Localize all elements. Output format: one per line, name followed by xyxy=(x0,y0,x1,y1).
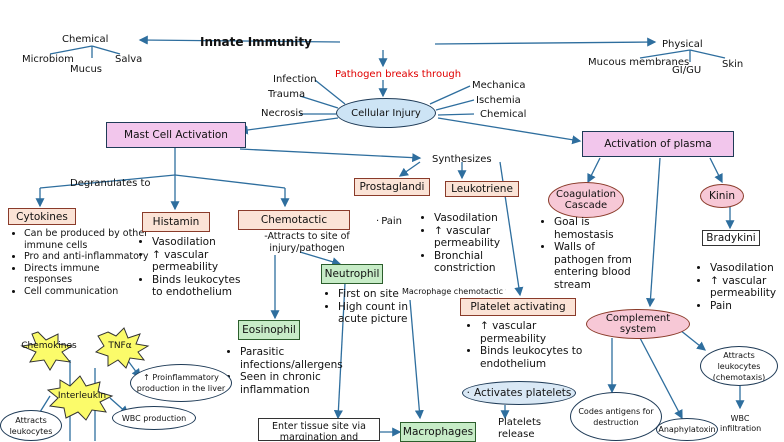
coagulation-item: Goal is hemostasis xyxy=(554,216,648,241)
injury-cause-chemical: Chemical xyxy=(480,109,527,120)
neutrophil-item: First on site xyxy=(338,288,414,301)
tnf-star xyxy=(94,327,150,369)
kinin-node: Kinin xyxy=(700,184,744,208)
injury-cause-ischemia: Ischemia xyxy=(476,95,521,106)
attracts-leukocytes-node: Attracts leukocytes xyxy=(0,410,62,441)
macrophage-chemotactic-note: Macrophage chemotactic factor xyxy=(402,287,506,296)
cellular-injury-node: Cellular Injury xyxy=(336,98,436,128)
platelet-activating-box: Platelet activating xyxy=(460,298,576,316)
platelet-item: ↑ vascular permeability xyxy=(480,320,592,345)
eosinophil-item: Seen in chronic inflammation xyxy=(240,371,350,396)
synthesizes-label: Synthesizes xyxy=(432,154,492,165)
neutrophil-list: First on site High count in acute pictur… xyxy=(324,288,414,338)
platelet-item: Binds leukocytes to endothelium xyxy=(480,345,592,370)
cytokines-item: Directs immune responses xyxy=(24,263,150,286)
histamin-item: Binds leukocytes to endothelium xyxy=(152,274,242,299)
leukotriene-box: Leukotriene xyxy=(445,181,519,197)
eosinophil-item: Parasitic infections/allergens xyxy=(240,346,350,371)
platelets-release-label: Platelets release xyxy=(498,417,542,440)
wbc-infiltration-label: WBC infiltration xyxy=(720,414,762,433)
coagulation-list: Goal is hemostasis Walls of pathogen fro… xyxy=(540,216,648,288)
complement-system-node: Complement system xyxy=(586,309,690,339)
coagulation-cascade-node: Coagulation Cascade xyxy=(548,182,624,218)
interleukin-label: Interleukin xyxy=(57,391,107,401)
bradykinin-item: Vasodilation xyxy=(710,262,784,275)
bradykinin-box: Bradykini xyxy=(702,230,760,246)
bradykinin-item: ↑ vascular permeability xyxy=(710,275,784,300)
codes-antigens-node: Codes antigens for destruction xyxy=(570,392,662,441)
injury-cause-trauma: Trauma xyxy=(268,89,306,100)
leukotriene-item: Vasodilation xyxy=(434,212,526,225)
tnf-label: TNFα xyxy=(108,341,132,351)
neutrophil-item: High count in acute picture xyxy=(338,301,414,326)
chemical-item-mucus: Mucus xyxy=(70,64,103,75)
activates-platelets-node: ·Activates platelets xyxy=(462,381,576,405)
injury-cause-necrosis: Necrosis xyxy=(261,108,304,119)
interleukin-star xyxy=(46,375,114,421)
prostaglandin-item-pain: ·Pain xyxy=(376,216,403,227)
bradykinin-item: Pain xyxy=(710,300,784,313)
plasma-activation-box: Activation of plasma xyxy=(582,131,734,157)
injury-cause-mechanical: Mechanica xyxy=(472,80,526,91)
wbc-production-node: WBC production xyxy=(112,406,196,430)
physical-item-skin: Skin xyxy=(722,59,744,70)
leukotriene-item: ↑ vascular permeability xyxy=(434,225,526,250)
chemotactic-box: Chemotactic xyxy=(238,210,350,230)
neutrophil-box: Neutrophil xyxy=(321,264,383,284)
eosinophil-box: Eosinophil xyxy=(238,320,300,340)
enter-tissue-box: Enter tissue site via margination and xyxy=(258,418,380,441)
cytokines-list: Can be produced by other immune cells Pr… xyxy=(10,228,150,312)
histamin-list: Vasodilation ↑ vascular permeability Bin… xyxy=(138,236,242,310)
chemical-item-salva: Salva xyxy=(115,54,143,65)
proinflammatory-node: ↑ Proinflammatory production in the live… xyxy=(130,364,232,402)
cytokines-item: Can be produced by other immune cells xyxy=(24,228,150,251)
platelet-activating-list: ↑ vascular permeability Binds leukocytes… xyxy=(466,320,592,386)
histamin-box: Histamin xyxy=(142,212,210,232)
cytokines-item: Cell communication xyxy=(24,286,150,298)
pathogen-label: Pathogen breaks through xyxy=(335,69,462,80)
diagram-title: Innate Immunity xyxy=(200,35,312,49)
physical-item-mucous: Mucous membranes xyxy=(588,57,690,68)
cytokines-box: Cytokines xyxy=(8,208,76,225)
macrophages-box: Macrophages xyxy=(400,422,476,442)
physical-item-gigu: GI/GU xyxy=(672,65,702,76)
chemotactic-note: -Attracts to site of injury/pathogen xyxy=(264,231,350,254)
chemical-label: Chemical xyxy=(62,34,109,45)
histamin-item: Vasodilation xyxy=(152,236,242,249)
leukotriene-item: Bronchial constriction xyxy=(434,250,526,275)
chemical-item-microbiom: Microbiom xyxy=(22,54,74,65)
coagulation-item: Walls of pathogen from entering blood st… xyxy=(554,241,648,288)
degranulates-label: Degranulates to xyxy=(70,178,151,189)
histamin-item: ↑ vascular permeability xyxy=(152,249,242,274)
leukotriene-list: Vasodilation ↑ vascular permeability Bro… xyxy=(420,212,526,278)
physical-label: Physical xyxy=(662,39,703,50)
anaphylatoxin-node: Anaphylatoxin xyxy=(656,418,718,441)
cytokines-item: Pro and anti-inflammatory xyxy=(24,251,150,263)
prostaglandin-box: Prostaglandi xyxy=(354,178,430,196)
mast-cell-activation-box: Mast Cell Activation xyxy=(106,122,246,148)
bradykinin-list: Vasodilation ↑ vascular permeability Pai… xyxy=(696,262,784,314)
injury-cause-infection: Infection xyxy=(273,74,317,85)
chemokines-star xyxy=(20,331,74,371)
chemokines-label: Chemokines xyxy=(21,341,77,351)
eosinophil-list: Parasitic infections/allergens Seen in c… xyxy=(226,346,350,412)
attracts-leukocytes-chemotaxis-node: Attracts leukocytes (chemotaxis) xyxy=(700,346,778,386)
